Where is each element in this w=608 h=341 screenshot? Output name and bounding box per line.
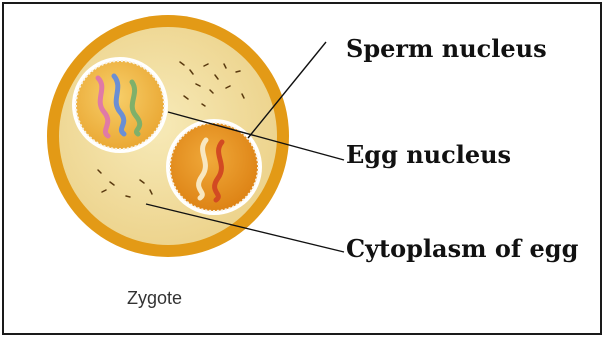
- granule: [126, 196, 130, 197]
- sperm-nucleus: [72, 57, 168, 153]
- sperm-nucleus-body: [76, 61, 164, 149]
- egg-nucleus-label: Egg nucleus: [346, 140, 511, 169]
- egg-nucleus-body: [170, 123, 258, 211]
- granule: [236, 71, 240, 72]
- zygote-cell: [47, 15, 289, 257]
- cytoplasm-label: Cytoplasm of egg: [346, 234, 578, 263]
- diagram-caption: Zygote: [127, 288, 182, 309]
- sperm-nucleus-label: Sperm nucleus: [346, 34, 547, 63]
